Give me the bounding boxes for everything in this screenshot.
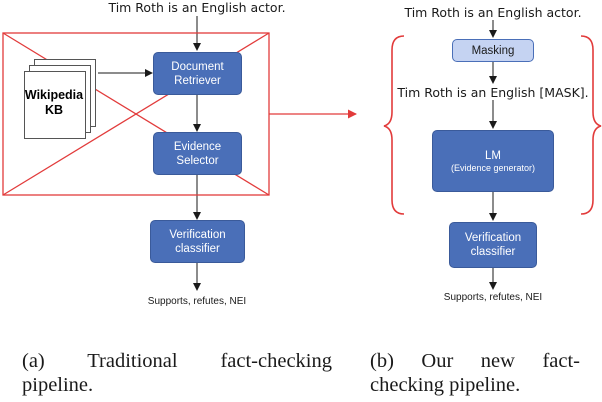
left-caption: (a) Traditional fact-checking pipeline. <box>22 349 332 397</box>
document-retriever-box: Document Retriever <box>153 52 242 95</box>
right-caption-line1: (b) Our new fact- <box>370 350 580 372</box>
selector-line1: Evidence <box>173 140 222 153</box>
classifier-left-line1: Verification <box>169 228 226 241</box>
selector-line2: Selector <box>176 154 219 167</box>
classifier-right-line2: classifier <box>470 246 516 258</box>
retriever-line1: Document <box>171 60 224 73</box>
lm-title: LM <box>485 149 501 162</box>
right-caption: (b) Our new fact- checking pipeline. <box>370 349 580 397</box>
wikipedia-kb-label: Wikipedia KB <box>24 88 84 118</box>
lm-subtitle: (Evidence generator) <box>450 162 536 173</box>
left-caption-line2: pipeline. <box>22 374 94 396</box>
left-brace <box>383 35 405 215</box>
evidence-selector-box: Evidence Selector <box>153 132 242 175</box>
kb-label-line1: Wikipedia <box>24 88 84 102</box>
right-claim: Tim Roth is an English actor. <box>404 5 582 20</box>
classifier-right-line1: Verification <box>464 232 522 244</box>
right-caption-line2: checking pipeline. <box>370 374 521 396</box>
right-output-labels: Supports, refutes, NEI <box>443 292 543 303</box>
lm-evidence-generator-box: LM (Evidence generator) <box>432 130 554 192</box>
retriever-line2: Retriever <box>174 74 221 87</box>
left-claim: Tim Roth is an English actor. <box>108 0 286 15</box>
left-output-labels: Supports, refutes, NEI <box>147 296 247 307</box>
verification-classifier-box-left: Verification classifier <box>150 220 245 263</box>
masking-box: Masking <box>452 39 534 62</box>
right-brace <box>580 35 602 215</box>
masked-claim: Tim Roth is an English [MASK]. <box>397 85 589 100</box>
classifier-left-line2: classifier <box>175 242 220 255</box>
kb-page-front <box>24 71 86 139</box>
kb-label-line2: KB <box>44 103 64 117</box>
left-caption-line1: (a) Traditional fact-checking <box>22 350 332 372</box>
masking-label: Masking <box>471 44 515 57</box>
verification-classifier-box-right: Verification classifier <box>449 222 537 268</box>
